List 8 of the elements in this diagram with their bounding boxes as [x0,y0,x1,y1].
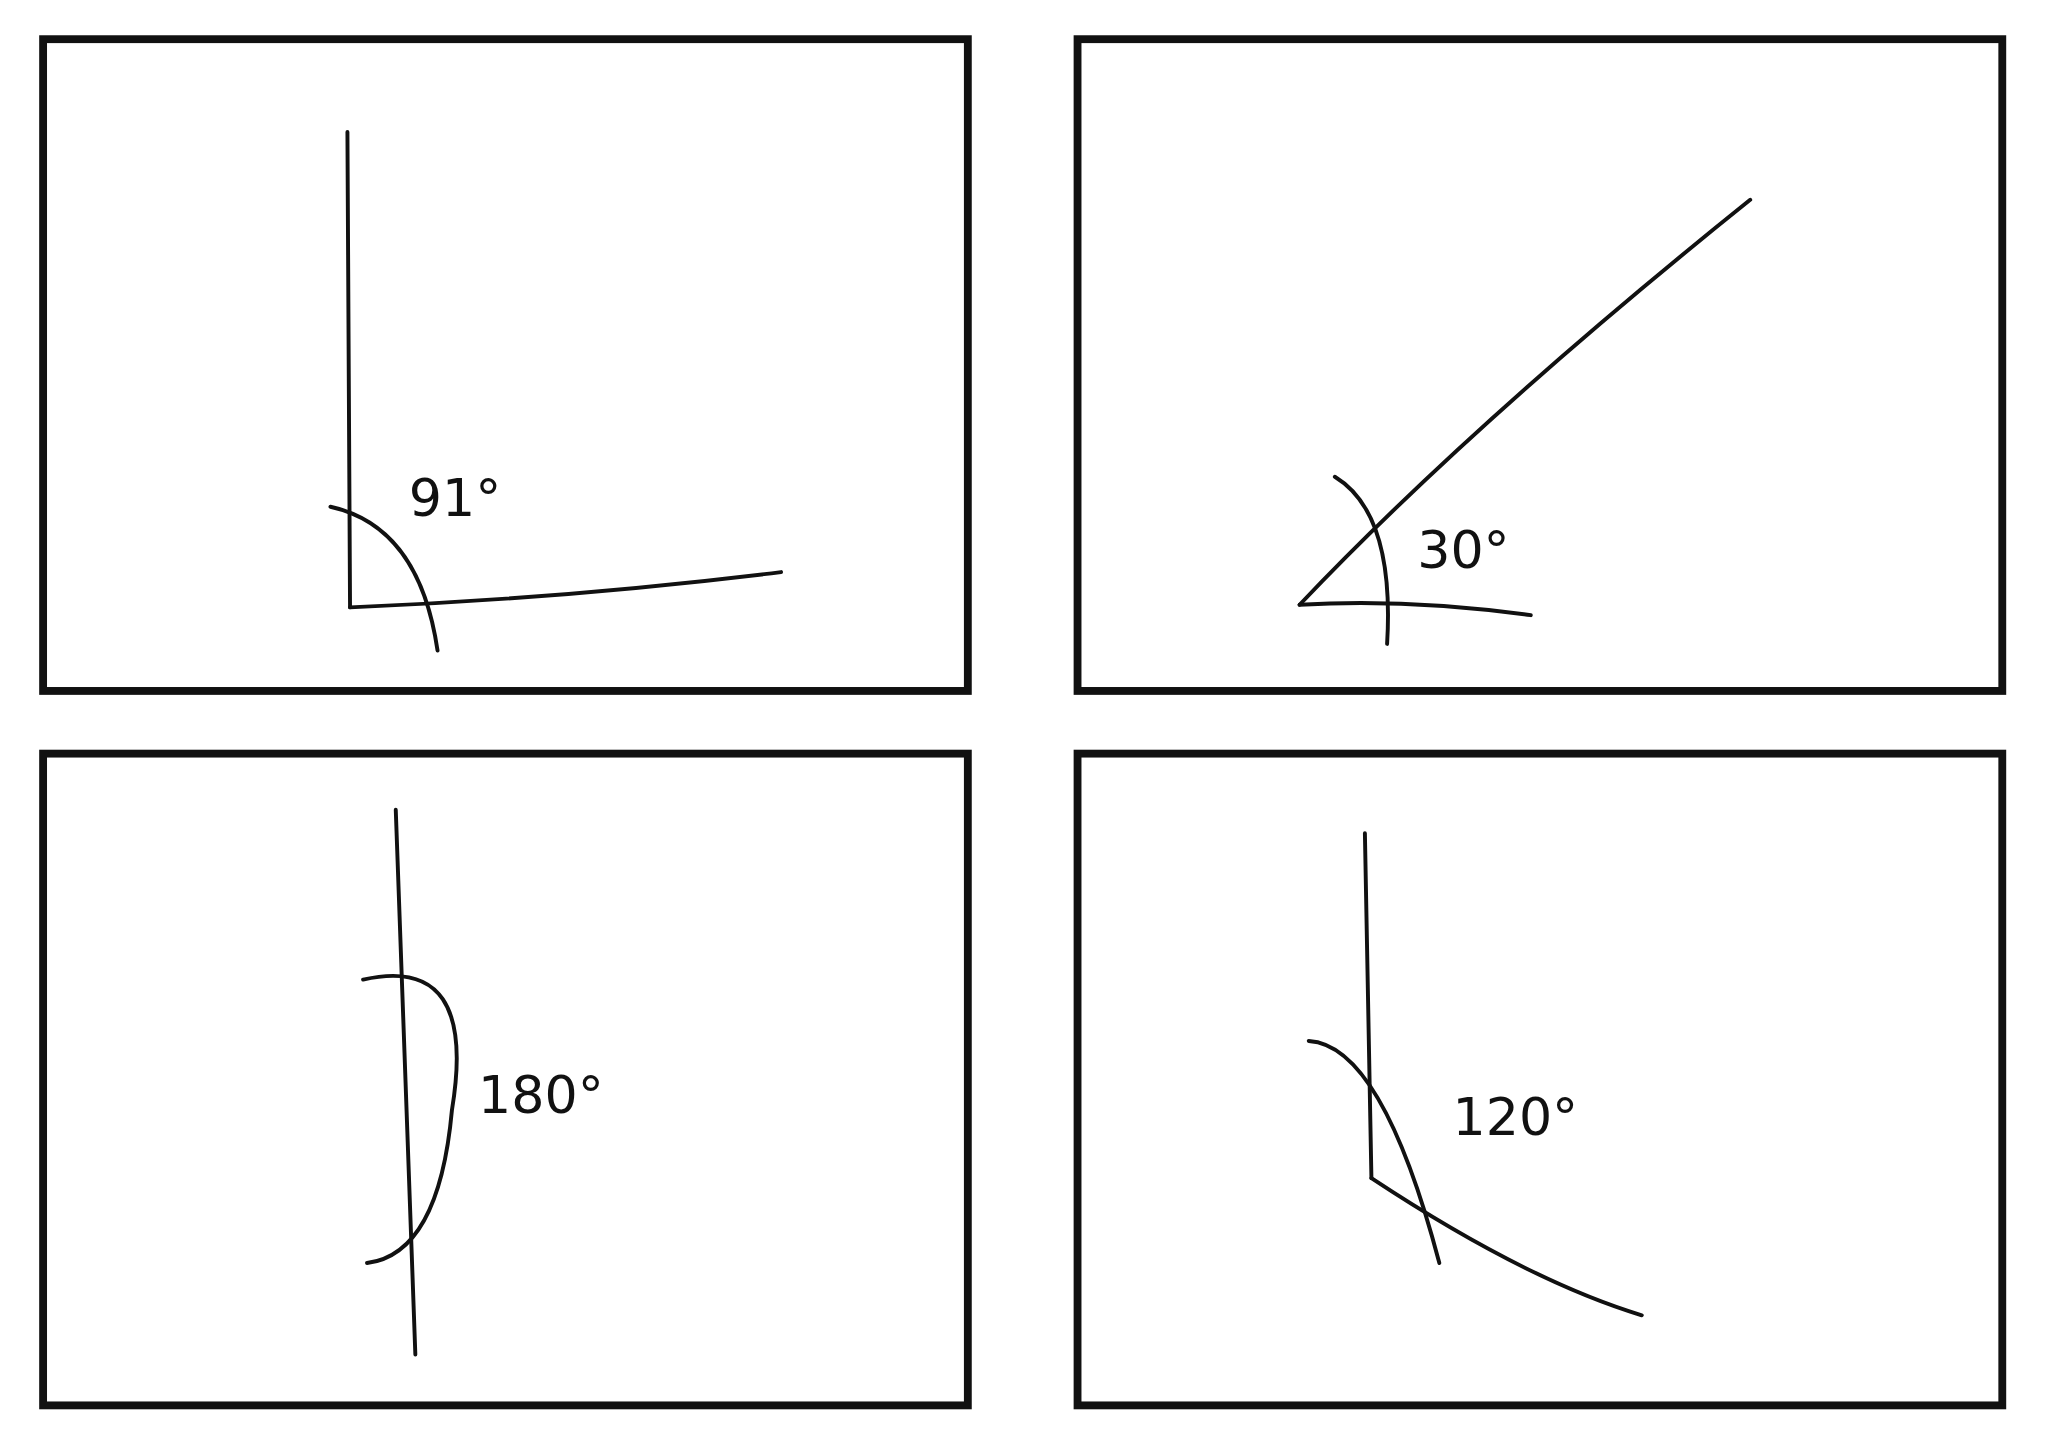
angle-label: 180° [478,1068,604,1121]
angle-label: 120° [1452,1090,1579,1143]
panel-frame [1073,35,2007,695]
angle-label: 30° [1417,523,1510,576]
angle-label: 91° [408,471,502,524]
panel-frame [39,749,972,1410]
panel-frame [1073,749,2007,1410]
panel-frame [39,35,972,695]
